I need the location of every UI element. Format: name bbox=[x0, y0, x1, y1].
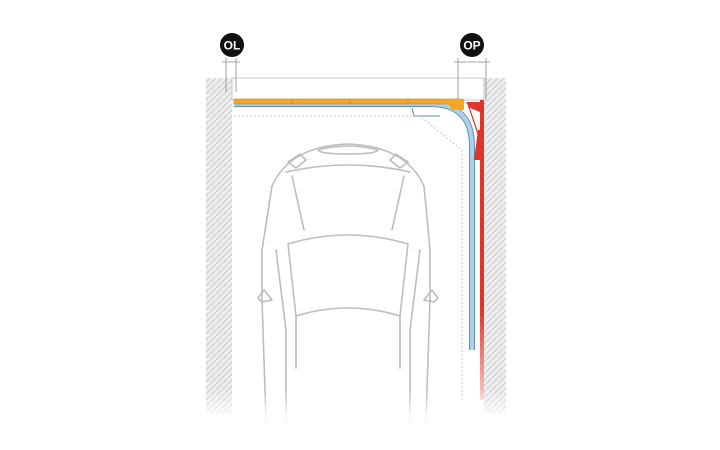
door-travel-outline bbox=[234, 115, 463, 400]
op-badge-label: OP bbox=[463, 39, 480, 53]
door-panel-end bbox=[444, 99, 464, 110]
ol-badge-label: OL bbox=[224, 39, 241, 53]
ol-guide bbox=[222, 58, 240, 92]
ol-badge: OL bbox=[220, 33, 244, 57]
bottom-fade bbox=[200, 300, 520, 420]
spring-tension bbox=[474, 130, 484, 160]
lintel bbox=[231, 77, 485, 101]
track-inner-lip bbox=[411, 107, 440, 117]
op-badge: OP bbox=[460, 33, 484, 57]
door-panel-joints bbox=[291, 99, 409, 104]
spring-bar bbox=[480, 100, 484, 400]
op-guide bbox=[454, 58, 490, 100]
spring-bracket bbox=[466, 102, 480, 112]
spring-cable bbox=[467, 103, 481, 141]
door-panel-strip bbox=[233, 98, 463, 105]
